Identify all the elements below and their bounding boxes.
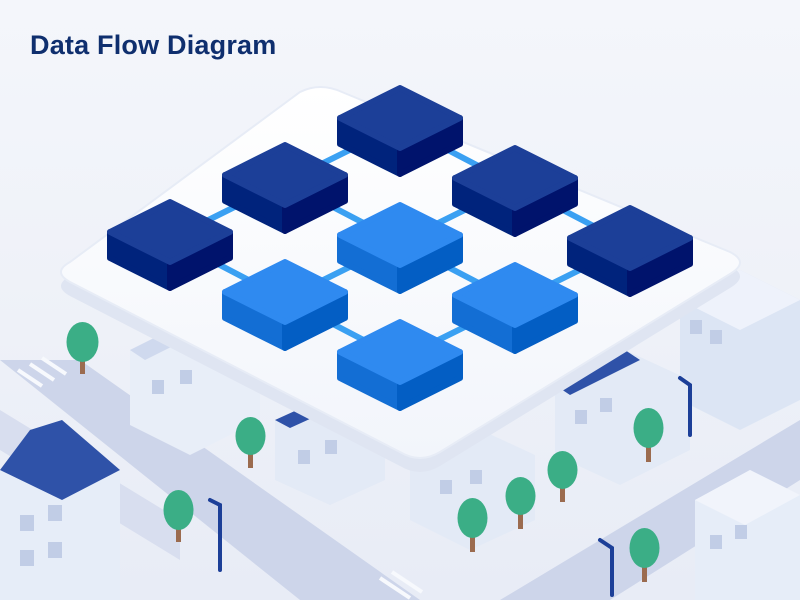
diagram-node[interactable] [337, 85, 463, 177]
diagram-node[interactable] [452, 145, 578, 237]
node-group [107, 85, 693, 411]
diagram-node[interactable] [107, 199, 233, 291]
tree [235, 417, 266, 468]
building [0, 420, 120, 600]
tree [163, 490, 194, 542]
diagram-node[interactable] [222, 142, 348, 234]
node-face-top [567, 205, 693, 271]
tree [66, 322, 99, 374]
tree [457, 498, 488, 552]
node-face-top [222, 259, 348, 325]
diagram-node[interactable] [337, 202, 463, 294]
building [695, 470, 800, 600]
tree [633, 408, 664, 462]
node-face-top [222, 142, 348, 208]
node-face-top [452, 145, 578, 211]
building [555, 350, 690, 485]
diagram-node[interactable] [222, 259, 348, 351]
tree [547, 451, 578, 502]
node-face-top [452, 262, 578, 328]
diagram-node[interactable] [567, 205, 693, 297]
node-face-top [337, 319, 463, 385]
tree [505, 477, 536, 529]
node-face-top [337, 202, 463, 268]
node-face-top [337, 85, 463, 151]
crosswalk [16, 356, 424, 600]
page-title: Data Flow Diagram [30, 30, 277, 60]
tree [629, 528, 660, 582]
diagram-node[interactable] [337, 319, 463, 411]
node-face-top [107, 199, 233, 265]
road [500, 420, 800, 600]
road [0, 360, 420, 600]
street-lamp [208, 376, 692, 597]
diagram-node[interactable] [452, 262, 578, 354]
